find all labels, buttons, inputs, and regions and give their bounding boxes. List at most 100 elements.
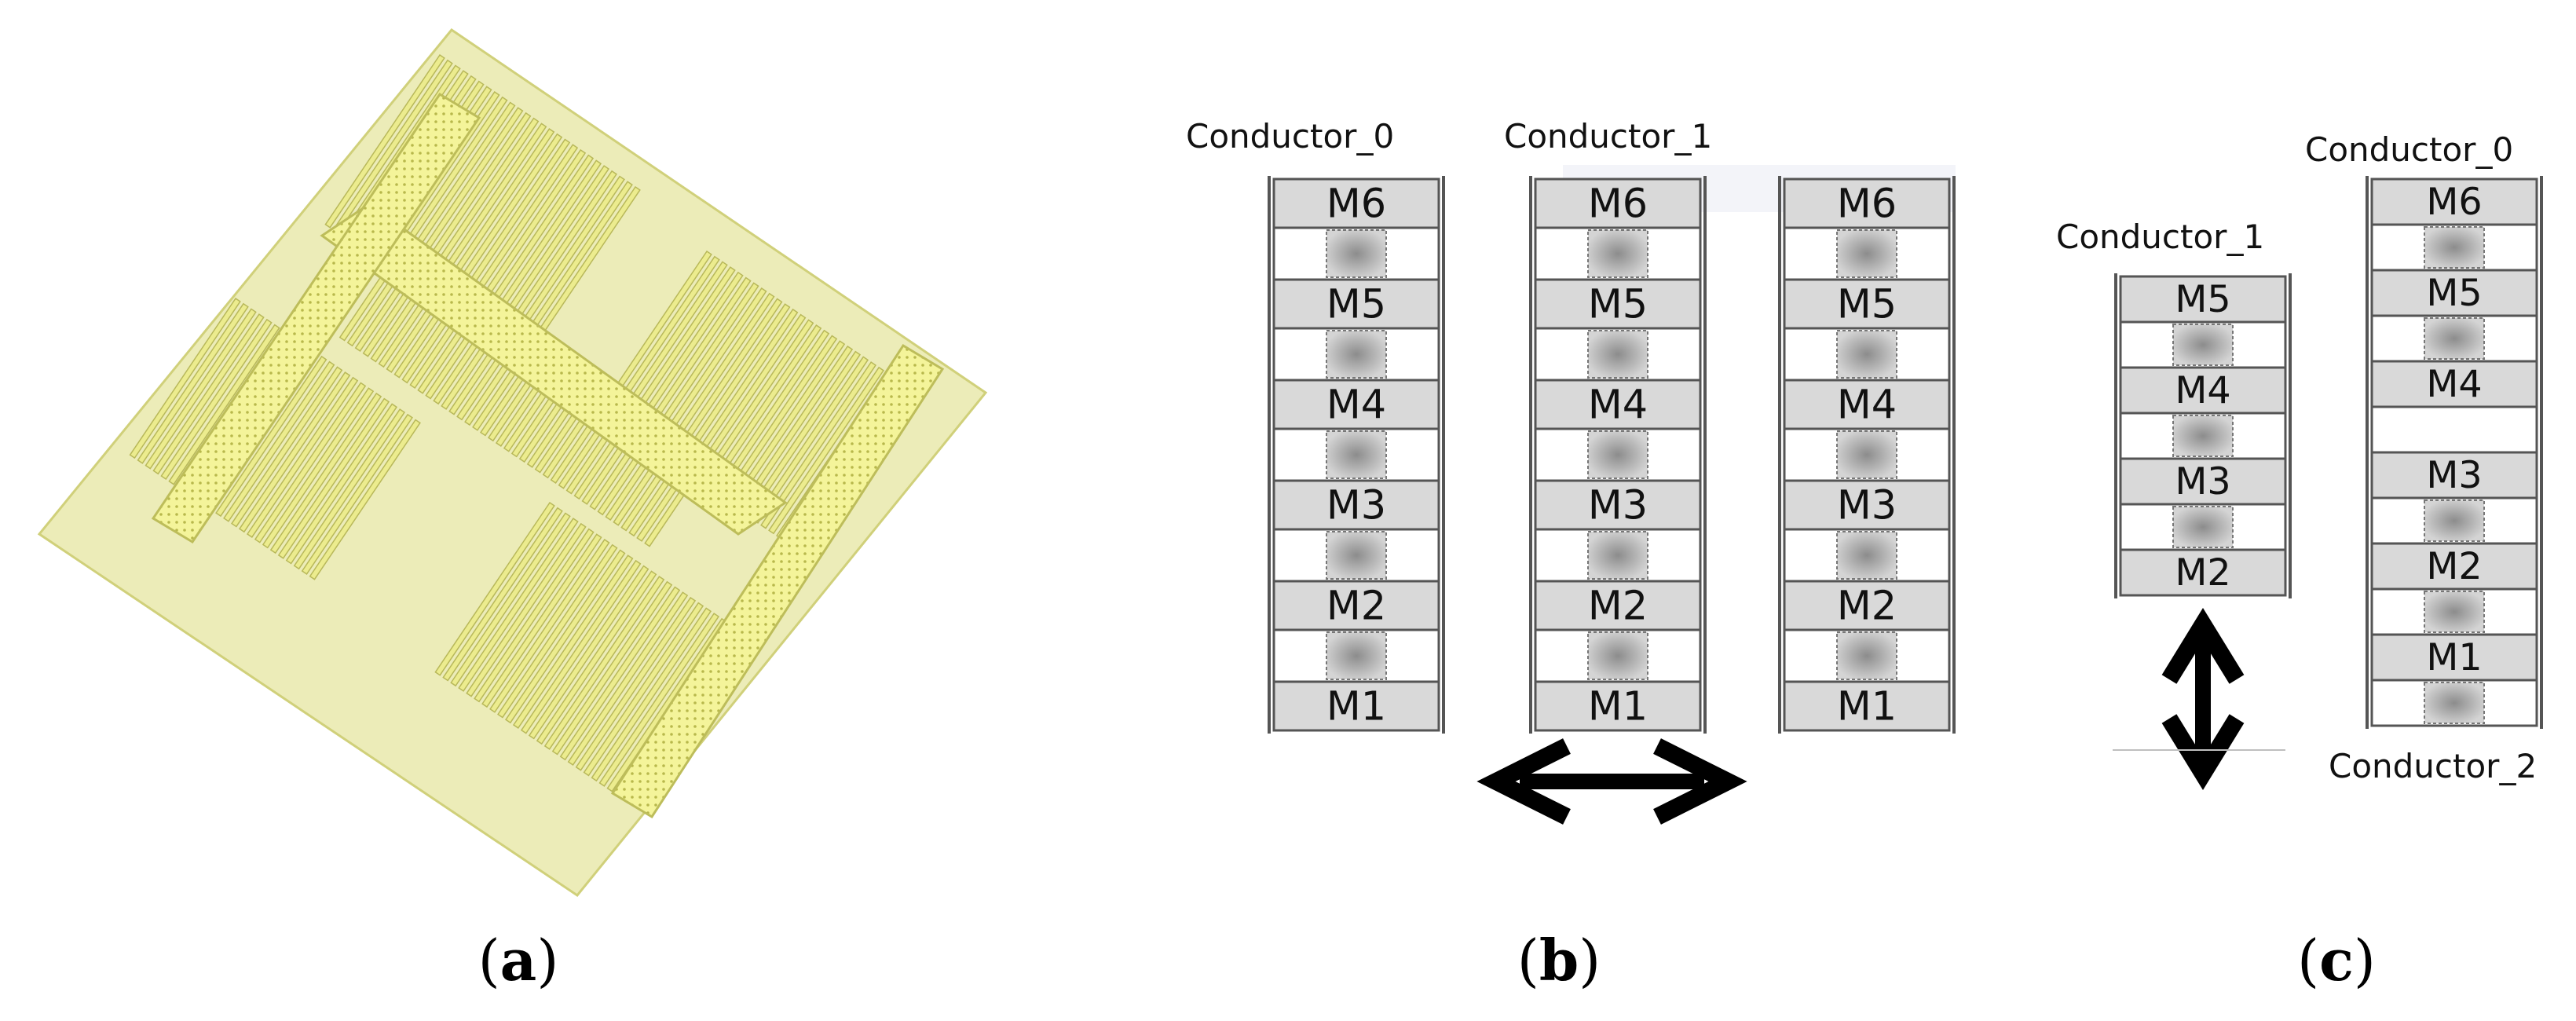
via <box>2424 317 2485 360</box>
comb-finger <box>246 376 359 538</box>
comb-finger <box>760 361 877 529</box>
comb-finger <box>309 419 421 580</box>
structure-central-bar <box>320 203 788 536</box>
comb-finger <box>458 518 579 692</box>
metal-layer-label: M4 <box>1837 381 1897 427</box>
via-row <box>1272 327 1440 382</box>
via <box>1326 531 1387 580</box>
metal-layer-m6: M6 <box>1534 177 1702 229</box>
panel-b-conductor-0-label: Conductor_0 <box>1186 117 1394 156</box>
metal-layer-label: M2 <box>1326 582 1386 628</box>
metal-layer-m2: M2 <box>1272 580 1440 631</box>
comb-finger <box>215 355 327 518</box>
comb-finger <box>254 382 367 543</box>
panel-c-conductor-1-label: Conductor_1 <box>2056 218 2264 256</box>
comb-finger <box>285 403 398 565</box>
metal-layer-m2: M2 <box>1783 580 1951 631</box>
comb-finger <box>520 559 642 734</box>
comb-finger <box>231 366 343 528</box>
via-row <box>2370 679 2538 727</box>
caption-a-letter: a <box>499 927 537 994</box>
panel-c-conductor-2-label: Conductor_2 <box>2329 747 2537 785</box>
metal-layer-label: M5 <box>1326 280 1386 327</box>
via-row <box>2370 314 2538 363</box>
comb-finger <box>223 360 335 522</box>
metal-layer-m3: M3 <box>2370 451 2538 500</box>
comb-finger <box>536 570 657 745</box>
metal-layer-label: M1 <box>1837 682 1897 729</box>
comb-finger <box>434 501 555 676</box>
metal-layer-m6: M6 <box>1272 177 1440 229</box>
metal-layer-m5: M5 <box>2370 269 2538 317</box>
comb-finger <box>504 549 626 724</box>
via <box>1587 531 1648 580</box>
metal-layer-label: M4 <box>1326 381 1386 427</box>
metal-layer-label: M4 <box>1588 381 1648 427</box>
metal-layer-label: M1 <box>2426 636 2482 679</box>
metal-layer-label: M1 <box>1588 682 1648 729</box>
metal-layer-label: M2 <box>1588 582 1648 628</box>
via-row <box>1534 226 1702 281</box>
panel-b-conductor-1-label: Conductor_1 <box>1504 117 1712 156</box>
via-row <box>1272 628 1440 683</box>
via-row <box>1783 226 1951 281</box>
metal-layer-label: M3 <box>1837 481 1897 528</box>
comb-finger <box>137 302 249 464</box>
metal-layer-label: M5 <box>1588 280 1648 327</box>
panel-c: Conductor_0 Conductor_1 Conductor_2 M5M4… <box>2056 130 2543 791</box>
fin-block-left <box>129 297 421 580</box>
metal-layer-m2: M2 <box>2119 548 2287 597</box>
comb-finger <box>129 297 241 459</box>
metal-layer-m3: M3 <box>1534 479 1702 531</box>
caption-b: (b) <box>1517 927 1601 994</box>
metal-layer-m6: M6 <box>1783 177 1951 229</box>
metal-layer-m4: M4 <box>1783 379 1951 430</box>
panel-a-structure <box>37 27 988 898</box>
via-row <box>2119 503 2287 551</box>
comb-finger <box>168 324 280 485</box>
comb-finger <box>481 533 602 708</box>
via <box>2424 682 2485 724</box>
via <box>1836 229 1897 278</box>
metal-layer-m4: M4 <box>2119 366 2287 415</box>
via-row <box>1783 628 1951 683</box>
comb-finger <box>575 596 697 771</box>
via <box>1587 430 1648 479</box>
comb-finger <box>543 576 665 750</box>
metal-layer-label: M5 <box>1837 280 1897 327</box>
via-row <box>1272 226 1440 281</box>
comb-finger <box>160 318 273 481</box>
structure-right-bar <box>610 343 945 819</box>
via <box>1326 430 1387 479</box>
via-row <box>2119 412 2287 460</box>
metal-layer-m5: M5 <box>1783 278 1951 330</box>
via <box>1326 631 1387 680</box>
metal-layer-label: M3 <box>2426 454 2482 497</box>
comb-finger <box>269 392 382 554</box>
metal-layer-label: M1 <box>1326 682 1386 729</box>
via <box>2172 324 2234 366</box>
metal-layer-label: M3 <box>2175 460 2230 503</box>
comb-finger <box>528 565 649 740</box>
metal-layer-m1: M1 <box>2370 633 2538 682</box>
via-row <box>1272 528 1440 583</box>
metal-layer-m3: M3 <box>2119 457 2287 506</box>
metal-layer-label: M2 <box>2175 551 2230 595</box>
caption-c-letter: c <box>2319 927 2354 994</box>
metal-layer-label: M6 <box>1326 180 1386 226</box>
via-row <box>2370 496 2538 545</box>
empty-gap <box>2370 405 2538 454</box>
comb-finger <box>497 543 618 719</box>
via <box>2424 591 2485 633</box>
comb-finger <box>512 554 634 729</box>
via-row <box>1783 528 1951 583</box>
metal-layer-label: M4 <box>2426 363 2482 406</box>
comb-finger <box>238 371 351 533</box>
via <box>1836 631 1897 680</box>
comb-finger <box>152 313 265 475</box>
